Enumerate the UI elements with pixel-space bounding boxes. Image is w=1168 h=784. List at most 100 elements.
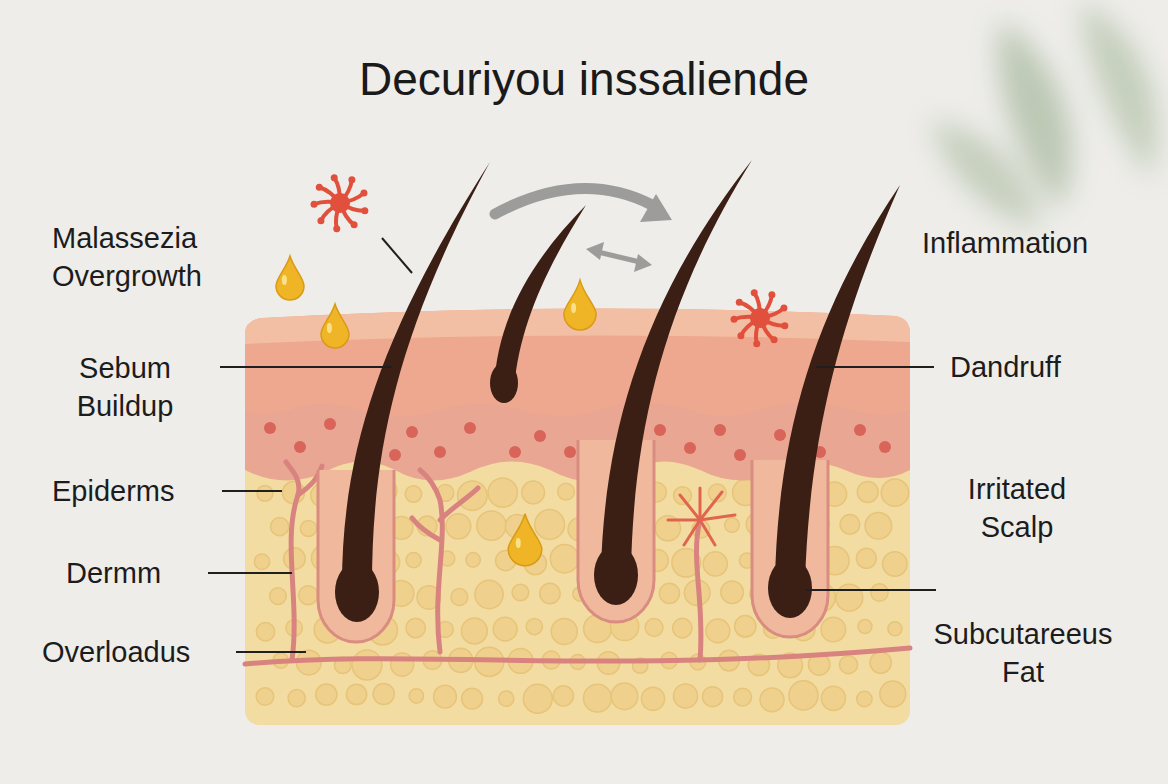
dermis-dot: [684, 442, 696, 454]
microbe-tip: [736, 299, 743, 306]
fat-cell: [550, 545, 578, 573]
fat-cell: [881, 479, 908, 506]
fat-cell: [512, 584, 529, 601]
fat-cell: [883, 552, 908, 577]
process-arrows: [495, 189, 672, 272]
fat-cell: [535, 510, 565, 540]
fat-cell: [477, 511, 506, 540]
fat-cell: [870, 652, 891, 673]
fat-cell: [493, 617, 517, 641]
fat-cell: [857, 481, 878, 502]
dermis-dot: [734, 449, 746, 461]
microbe-tip: [751, 289, 758, 296]
part-label: Irritated Scalp: [942, 470, 1092, 546]
fat-cell: [659, 583, 679, 603]
part-label: Epiderms: [52, 472, 217, 510]
part-label: Inflammation: [922, 224, 1152, 262]
fat-cell: [405, 486, 422, 503]
fat-cell: [836, 584, 863, 611]
dermis-dot: [509, 446, 521, 458]
fat-cell: [858, 620, 872, 634]
fat-cell: [434, 685, 457, 708]
fat-cell: [721, 581, 744, 604]
fat-cell: [888, 622, 902, 636]
microbe-tip: [360, 189, 367, 196]
dermis-dot: [324, 418, 336, 430]
fat-cell: [299, 586, 318, 605]
microbe-tip: [316, 184, 323, 191]
microbe-tip: [331, 174, 338, 181]
fat-cell: [706, 619, 730, 643]
fat-cell: [583, 684, 611, 712]
microbe-tip: [737, 332, 744, 339]
dermis-dot: [854, 424, 866, 436]
microbe-tip: [351, 221, 358, 228]
fat-cell: [821, 686, 845, 710]
sebum-drop: [321, 304, 349, 348]
sebum-drops: [276, 256, 596, 566]
fat-cell: [462, 688, 483, 709]
dermis-dot: [774, 429, 786, 441]
fat-cell: [857, 691, 873, 707]
fat-cell: [409, 689, 423, 703]
fat-cell: [611, 683, 638, 710]
fat-cell: [856, 548, 876, 568]
microbe-tip: [780, 304, 787, 311]
fat-cell: [257, 485, 273, 501]
fat-cell: [373, 683, 394, 704]
dermis-dot: [714, 424, 726, 436]
fat-cell: [840, 515, 860, 535]
fat-cell: [499, 691, 514, 706]
part-label: Dandruff: [950, 348, 1150, 386]
microbe-tip: [311, 201, 318, 208]
fat-cell: [540, 583, 560, 603]
microbe-tip: [768, 291, 775, 298]
fat-cell: [406, 618, 425, 637]
drop-shine: [282, 275, 287, 285]
fat-cell: [821, 617, 846, 642]
fat-cell: [880, 681, 906, 707]
part-label: Malassezia Overgrowth: [52, 219, 262, 295]
fat-cell: [735, 616, 756, 637]
hairs: [335, 160, 900, 622]
fat-cell: [488, 478, 517, 507]
microbe-tip: [361, 207, 368, 214]
microbe-tip: [753, 340, 760, 347]
inflamed-vessel: [668, 488, 735, 545]
dermis-dot: [564, 446, 576, 458]
fat-cell: [270, 588, 287, 605]
fat-cell: [406, 553, 421, 568]
dermis-dot: [294, 441, 306, 453]
fat-cell: [645, 619, 663, 637]
fat-cell: [789, 681, 818, 710]
sebum-drop: [508, 514, 542, 566]
fat-cell: [522, 481, 545, 504]
diagram-title: Decuriyou inssaliende: [0, 52, 1168, 106]
microbe-tip: [771, 336, 778, 343]
fat-cell: [352, 650, 382, 680]
fat-cell: [300, 520, 316, 536]
fat-cell: [725, 518, 740, 533]
dermis-dot: [464, 422, 476, 434]
leader-lines: [208, 238, 936, 652]
fat-cell: [466, 553, 480, 567]
malassezia-microbes: [311, 174, 789, 347]
fat-cell: [553, 686, 573, 706]
fat-cell: [271, 518, 289, 536]
fat-cell: [865, 512, 892, 539]
drop-shine: [571, 303, 576, 313]
fat-cell: [451, 589, 468, 606]
fat-cell: [703, 687, 723, 707]
dermis-dot: [434, 446, 446, 458]
dermis-dot: [406, 426, 418, 438]
microbe: [731, 289, 789, 347]
fat-cell: [674, 487, 692, 505]
microbe-tip: [317, 217, 324, 224]
drop-shine: [516, 538, 521, 548]
part-label: Subcutareeus Fat: [912, 615, 1134, 691]
part-label: Sebum Buildup: [55, 349, 195, 425]
drop-shine: [327, 323, 332, 333]
fat-cell: [703, 552, 727, 576]
fat-cell: [288, 690, 305, 707]
fat-cell: [461, 618, 487, 644]
